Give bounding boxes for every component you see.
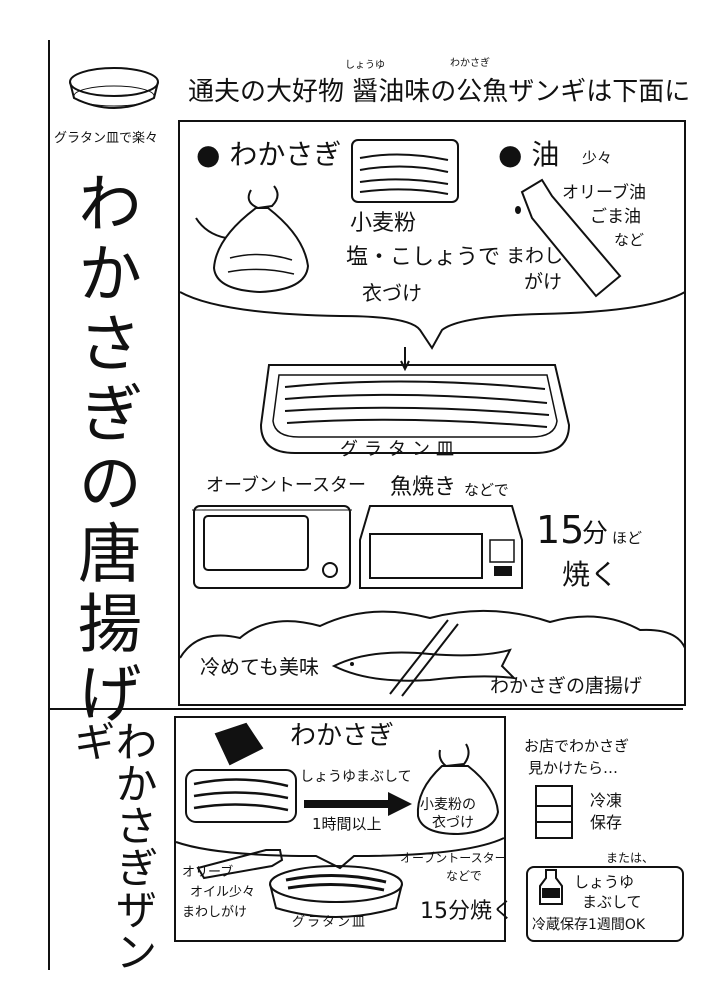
soy-sauce-bottle-icon	[539, 869, 563, 905]
result-label: わかさぎの唐揚げ	[490, 675, 643, 697]
bake-instruction: 焼く	[562, 558, 619, 591]
time-suffix: ほど	[612, 529, 643, 547]
ruby-wakasagi: わかさぎ	[450, 58, 490, 69]
oil-type-2: ごま油	[590, 207, 641, 227]
oven-line-1: オーブントースター	[400, 851, 507, 865]
plate-caption: グラタン皿で楽々	[54, 131, 159, 146]
coating-bag-icon	[195, 185, 310, 294]
marinating-bowl-icon	[185, 769, 297, 823]
tip-intro-2: 見かけたら…	[528, 759, 619, 777]
gratin-dish-with-fish	[259, 347, 571, 454]
cold-note: 冷めても美味	[200, 655, 319, 679]
zangi-bake-time: 15分焼く	[420, 899, 514, 924]
ruby-shouyu: しょうゆ	[345, 60, 385, 71]
oil-line-1: オリーブ	[182, 865, 234, 880]
process-arrow-icon	[304, 792, 412, 816]
flour-bag-icon	[416, 743, 500, 836]
time-number: 15	[536, 508, 585, 552]
oil-line-3: まわしがけ	[182, 905, 248, 920]
freeze-line-2: 保存	[590, 813, 623, 832]
oil-type-1: オリーブ油	[562, 183, 646, 203]
fridge-note: 冷蔵保存1週間OK	[532, 917, 646, 933]
fish-grill-suffix: などで	[464, 481, 509, 499]
oven-toaster-label: オーブントースター	[206, 475, 367, 496]
coat-line-1: 小麦粉の	[420, 797, 476, 813]
drizzle-line-2: がけ	[524, 271, 563, 293]
oil-line-2: オイル少々	[190, 885, 256, 900]
drizzle-line-1: まわし	[506, 245, 564, 267]
ingredients-bubble-outline	[179, 291, 686, 350]
oil-type-3: など	[614, 231, 645, 249]
ingredient-wakasagi-heading: ● わかさぎ	[196, 138, 342, 171]
oven-toaster-icon	[192, 505, 352, 589]
result-cloud-outline	[179, 609, 686, 659]
freeze-line-1: 冷凍	[590, 791, 623, 810]
refrigerator-icon	[535, 785, 573, 839]
marinate-time: 1時間以上	[312, 815, 382, 833]
oil-bottle-icon	[515, 178, 622, 298]
time-unit: 分	[582, 519, 609, 549]
olive-oil-bottle-icon	[196, 849, 284, 880]
section1-vertical-title: わかさぎの唐揚げ	[67, 170, 141, 730]
coat-line-2: 衣づけ	[432, 815, 474, 831]
dish-label: グラタン皿	[340, 439, 460, 460]
section2-bubble-outline	[175, 837, 505, 870]
fish-grill-label: 魚焼き	[390, 475, 457, 500]
gratin-plate-icon	[69, 67, 159, 109]
soy-line-1: しょうゆ	[574, 873, 635, 891]
fish-grill-icon	[359, 505, 523, 589]
section-divider-line	[48, 708, 683, 710]
oven-line-2: などで	[446, 869, 482, 883]
soy-tip-box	[526, 866, 684, 942]
fried-fish-with-chopsticks-icon	[331, 619, 517, 697]
karaage-recipe-box	[178, 120, 686, 706]
coating-line-3: 衣づけ	[362, 281, 422, 305]
oil-heading: ● 油	[498, 138, 560, 171]
coating-line-2: 塩・こしょうで	[346, 245, 501, 270]
zangi-recipe-box	[174, 716, 506, 942]
or-label: または、	[606, 851, 655, 865]
marinate-label: しょうゆまぶして	[300, 769, 412, 785]
zangi-gratin-dish-icon	[269, 865, 403, 918]
left-margin-line	[48, 40, 50, 970]
page-title: 通夫の大好物 醤油味の公魚ザンギは下面に	[188, 77, 691, 107]
zangi-ingredient: わかさぎ	[290, 721, 395, 751]
section2-vertical-title: わかさぎザンギ	[67, 720, 158, 972]
soy-bottle-pouring-icon	[214, 722, 264, 766]
tip-intro-1: お店でわかさぎ	[524, 737, 630, 755]
soy-line-2: まぶして	[582, 893, 642, 911]
oil-amount: 少々	[582, 149, 613, 167]
zangi-dish-label: グラタン皿	[292, 915, 368, 930]
coating-line-1: 小麦粉	[350, 211, 417, 236]
fish-tray-icon	[351, 139, 459, 203]
